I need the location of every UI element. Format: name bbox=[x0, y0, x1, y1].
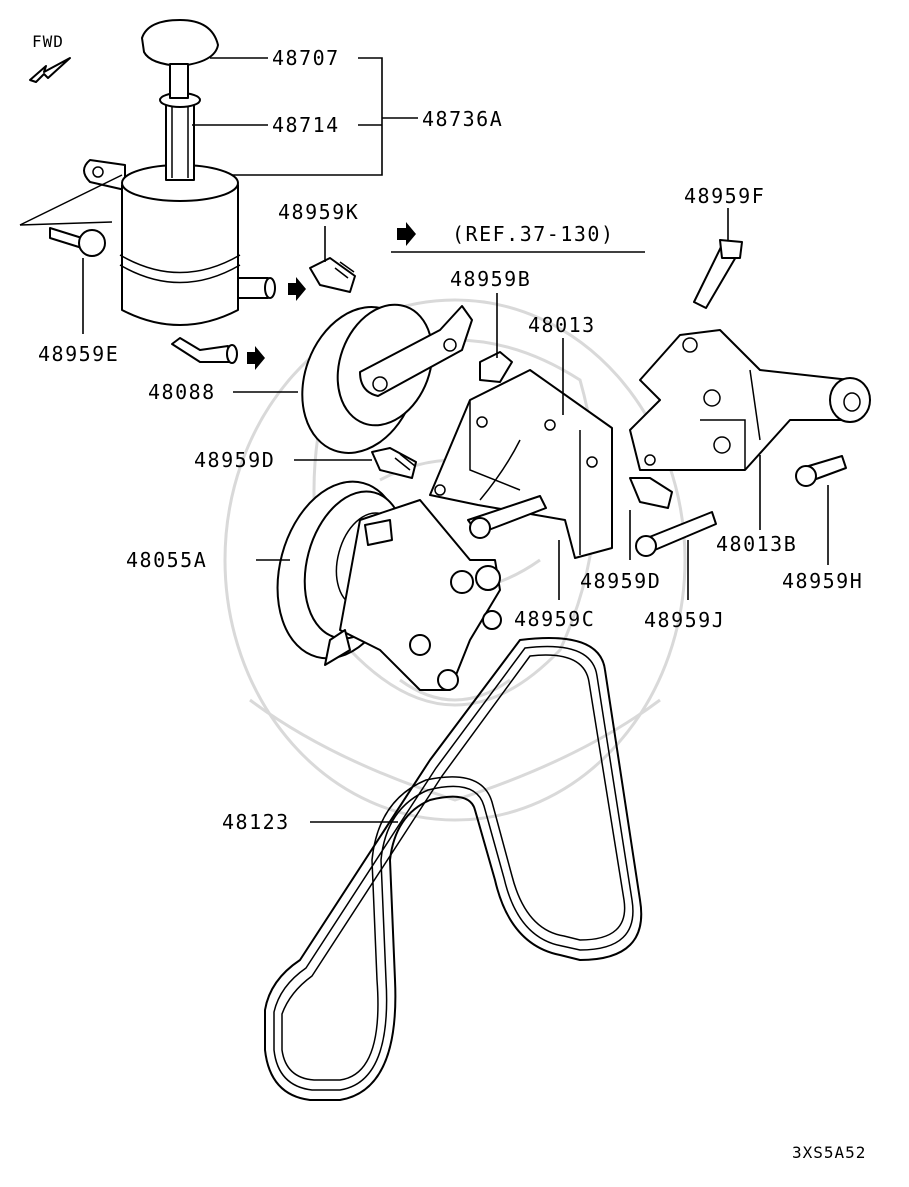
callout-48736A: 48736A bbox=[422, 107, 503, 131]
bolt-48959B bbox=[479, 351, 513, 383]
bolt-48959D-right bbox=[629, 477, 673, 509]
callout-48013: 48013 bbox=[528, 313, 596, 337]
pulley-48088 bbox=[301, 303, 473, 454]
pump-48055A bbox=[276, 480, 502, 691]
drawing-code: 3XS5A52 bbox=[792, 1143, 866, 1162]
callout-48088: 48088 bbox=[148, 380, 216, 404]
callout-48959F: 48959F bbox=[684, 184, 765, 208]
fwd-indicator: FWD bbox=[29, 32, 71, 83]
bolt-48959D-left bbox=[371, 447, 417, 479]
callout-48959C: 48959C bbox=[514, 607, 595, 631]
reference-label: (REF.37-130) bbox=[452, 222, 615, 246]
flow-arrow-icon bbox=[247, 346, 265, 370]
callout-48123: 48123 bbox=[222, 810, 290, 834]
bolt-48959C bbox=[467, 495, 547, 539]
callout-48959D-right: 48959D bbox=[580, 569, 661, 593]
callout-48959J: 48959J bbox=[644, 608, 725, 632]
belt-48123 bbox=[264, 637, 643, 1101]
bolt-48959F bbox=[693, 239, 743, 309]
flow-arrow-icon bbox=[288, 277, 306, 301]
callout-48707: 48707 bbox=[272, 46, 340, 70]
callout-48714: 48714 bbox=[272, 113, 340, 137]
bolt-48959K bbox=[309, 257, 356, 293]
callout-48959B: 48959B bbox=[450, 267, 531, 291]
callout-48959K: 48959K bbox=[278, 200, 359, 224]
callout-48959D-left: 48959D bbox=[194, 448, 275, 472]
fwd-label: FWD bbox=[32, 32, 64, 51]
bolt-48959J bbox=[635, 511, 717, 557]
callout-48055A: 48055A bbox=[126, 548, 207, 572]
bolt-48959H bbox=[795, 455, 847, 487]
bracket-48013 bbox=[429, 369, 613, 559]
callout-48013B: 48013B bbox=[716, 532, 797, 556]
callout-48959E: 48959E bbox=[38, 342, 119, 366]
fwd-arrow-icon bbox=[29, 57, 71, 83]
reservoir-assembly bbox=[19, 19, 276, 364]
callout-48959H: 48959H bbox=[782, 569, 863, 593]
ref-arrow-icon bbox=[397, 222, 416, 246]
leader-lines bbox=[82, 57, 829, 823]
bracket-48013B bbox=[629, 329, 871, 471]
